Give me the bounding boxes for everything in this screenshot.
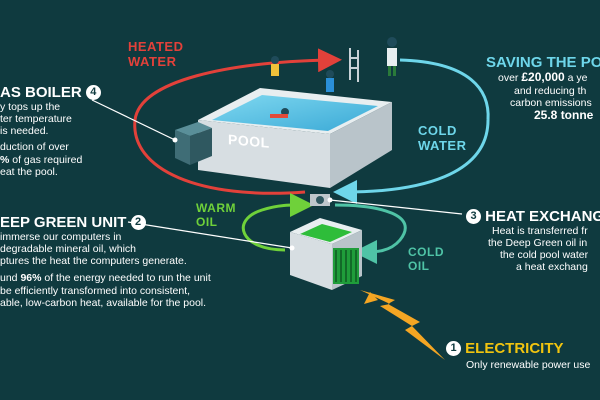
deep-green-callout: EEP GREEN UNIT 2 immerse our computers i… xyxy=(0,214,211,309)
step-1-badge: 1 xyxy=(446,341,461,356)
warm-oil-arc xyxy=(241,192,314,252)
boiler-connector xyxy=(91,99,176,141)
step-4-badge: 4 xyxy=(85,85,101,100)
gas-boiler-callout: AS BOILER 4 y tops up the ter temperatur… xyxy=(0,84,101,178)
deep-green-title: EEP GREEN UNIT xyxy=(0,214,127,231)
gas-boiler-illustration xyxy=(175,122,212,165)
deep-green-connector xyxy=(127,221,293,249)
cold-water-arc xyxy=(333,119,490,204)
step-2-badge: 2 xyxy=(130,215,146,230)
gas-boiler-title: AS BOILER xyxy=(0,84,82,101)
cold-water-arc-top xyxy=(399,58,490,121)
step-3-badge: 3 xyxy=(466,209,481,224)
electricity-title: ELECTRICITY xyxy=(465,340,564,357)
heat-exchanger-callout: 3 HEAT EXCHANG Heat is transferred fr th… xyxy=(466,208,600,274)
saving-title: SAVING THE PO xyxy=(486,54,600,71)
swimmer-icon xyxy=(270,37,397,118)
heat-exchanger-title: HEAT EXCHANG xyxy=(485,208,600,225)
heat-exchanger-illustration xyxy=(310,194,330,206)
lightning-bolt-icon xyxy=(360,290,445,360)
electricity-callout: 1 ELECTRICITY Only renewable power use xyxy=(446,340,590,371)
exchanger-connector xyxy=(329,199,463,215)
pool-illustration xyxy=(198,37,397,188)
deep-green-unit-illustration xyxy=(290,218,362,290)
cold-oil-arc xyxy=(334,203,407,264)
heated-water-arc xyxy=(133,48,342,195)
saving-callout: SAVING THE PO over £20,000 a ye and redu… xyxy=(486,54,600,123)
